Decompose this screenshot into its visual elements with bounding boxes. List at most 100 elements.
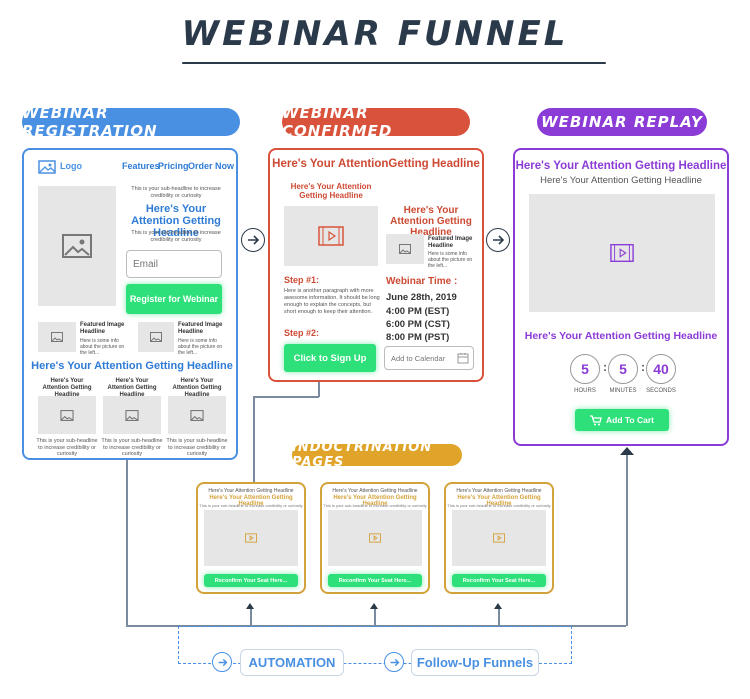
calendar-label: Add to Calendar [391,354,446,363]
featured-title: Featured Image Headline [178,322,223,335]
stage-label-confirmed: WEBINAR CONFIRMED [282,104,470,140]
video-placeholder[interactable] [284,206,378,266]
connector-line [126,625,626,627]
confirmed-sub-headline: Here's Your Attention Getting Headline [290,182,372,200]
connector-line [253,396,255,482]
arrow-right-icon [384,652,404,672]
email-input[interactable]: Email [126,250,222,278]
replay-page: Here's Your Attention Getting Headline H… [513,148,729,446]
automation-box: AUTOMATION [240,649,344,676]
indoctrination-page-1: Here's Your Attention Getting Headline H… [196,482,306,594]
column-text: This is your sub-headline to increase cr… [36,438,98,457]
featured-title: Featured Image Headline [80,322,125,335]
webinar-time-pst: 8:00 PM (PST) [386,332,450,343]
mini-video[interactable] [328,510,422,566]
arrow-right-icon [241,228,265,252]
section-headline: Here's Your Attention Getting Headline [31,360,233,372]
column-image [168,396,226,434]
arrow-right-icon [486,228,510,252]
stage-label-indoctrination: INDOCTRINATION PAGES [292,440,462,470]
column-text: This is your sub-headline to increase cr… [166,438,228,457]
countdown-seconds-label: SECONDS [646,388,676,394]
connector-line [374,606,376,626]
mini-sub: This is your sub-headline to increase cr… [447,503,551,508]
video-icon [318,226,344,246]
title-underline [182,62,606,64]
arrow-up-icon [370,603,378,609]
featured-image [38,322,76,352]
column-title: Here's Your Attention Getting Headline [172,378,222,398]
nav-pricing[interactable]: Pricing [158,161,189,171]
countdown-seconds: 40 [646,354,676,384]
mini-video[interactable] [204,510,298,566]
replay-video-player[interactable] [529,194,715,312]
confirmed-right-headline: Here's Your Attention Getting Headline [390,205,472,238]
step2-label: Step #2: [284,328,320,338]
add-to-calendar-field[interactable]: Add to Calendar [384,346,474,370]
video-icon [369,533,381,543]
featured-title: Featured Image Headline [428,236,473,249]
countdown-separator: : [603,360,607,374]
arrow-right-icon [212,652,232,672]
indoctrination-page-2: Here's Your Attention Getting Headline H… [320,482,430,594]
webinar-time-est: 4:00 PM (EST) [386,306,450,317]
video-icon [245,533,257,543]
automation-dashed-loop [178,626,572,627]
webinar-time-label: Webinar Time : [386,276,458,287]
calendar-icon [457,353,469,364]
connector-line [250,606,252,626]
register-button[interactable]: Register for Webinar [126,284,222,314]
nav-features[interactable]: Features [122,161,160,171]
reconfirm-seat-button[interactable]: Reconfirm Your Seat Here... [328,574,422,587]
countdown-minutes: 5 [608,354,638,384]
logo-text: Logo [60,161,82,171]
connector-line [318,380,320,397]
diagram-title: WEBINAR FUNNEL [181,14,569,54]
logo-image-icon [38,160,56,179]
mini-top-text: Here's Your Attention Getting Headline [456,488,542,494]
arrow-up-icon [494,603,502,609]
mini-video[interactable] [452,510,546,566]
step1-text: Here is another paragraph with more awes… [284,288,380,315]
countdown-hours: 5 [570,354,600,384]
mini-sub: This is your sub-headline to increase cr… [323,503,427,508]
featured-image [386,234,424,264]
registration-page: Logo Features Pricing Order Now This is … [22,148,238,460]
sign-up-button[interactable]: Click to Sign Up [284,344,376,372]
registration-sub-headline: This is your sub-headline to increase cr… [131,186,221,199]
step1-label: Step #1: [284,275,320,285]
reconfirm-seat-button[interactable]: Reconfirm Your Seat Here... [452,574,546,587]
column-image [38,396,96,434]
stage-label-replay: WEBINAR REPLAY [537,108,707,136]
registration-headline: Here's Your Attention Getting Headline [131,203,221,239]
registration-sub-headline-2: This is your sub-headline to increase cr… [131,230,221,243]
arrow-up-icon [246,603,254,609]
connector-line [253,396,319,398]
confirmed-headline: Here's Your AttentionGetting Headline [272,158,480,170]
nav-order-now[interactable]: Order Now [188,161,235,171]
reconfirm-seat-button[interactable]: Reconfirm Your Seat Here... [204,574,298,587]
automation-dashed-loop [178,626,572,664]
add-to-cart-button[interactable]: Add To Cart [575,409,669,431]
arrow-up-icon [620,447,634,455]
featured-text: Here is some info about the picture on t… [80,338,125,356]
connector-line [626,452,628,626]
featured-text: Here is some info about the picture on t… [178,338,223,356]
featured-image [138,322,174,352]
countdown-separator: : [641,360,645,374]
stage-label-registration: WEBINAR REGISTRATION [22,104,240,140]
column-image [103,396,161,434]
connector-line [126,460,128,626]
replay-headline: Here's Your Attention Getting Headline [515,160,727,172]
indoctrination-page-3: Here's Your Attention Getting Headline H… [444,482,554,594]
replay-headline-2: Here's Your Attention Getting Headline [524,330,718,342]
replay-sub-headline: Here's Your Attention Getting Headline [540,175,702,186]
column-text: This is your sub-headline to increase cr… [101,438,163,457]
cart-icon [589,414,602,425]
video-icon [610,244,634,262]
countdown-hours-label: HOURS [574,388,596,394]
hero-image [38,186,116,306]
add-to-cart-label: Add To Cart [605,415,654,425]
countdown-minutes-label: MINUTES [609,388,637,394]
connector-line [498,606,500,626]
